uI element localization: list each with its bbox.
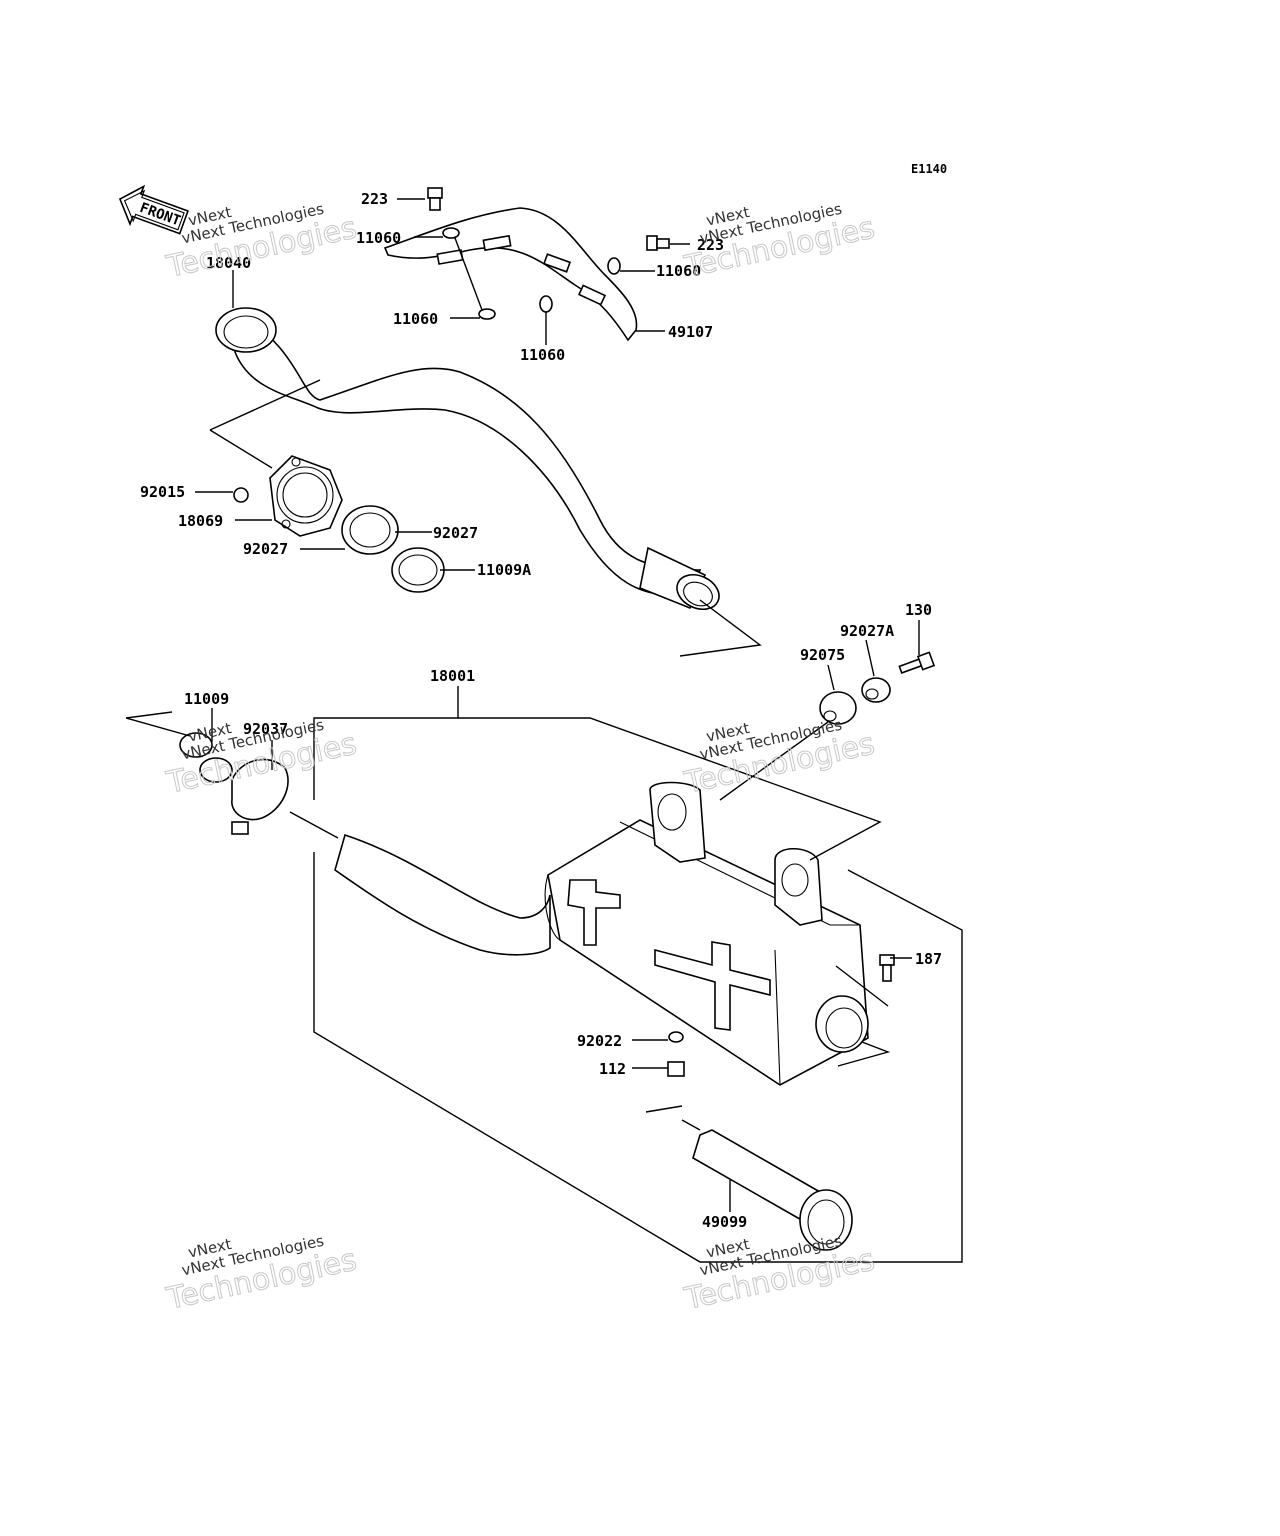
bolt-223-right-icon [646, 235, 670, 251]
washer-11060-a-icon [442, 227, 460, 239]
washer-11060-b-icon [607, 257, 621, 275]
washer-11060-c-icon [478, 308, 496, 320]
nut-92015-icon [233, 487, 249, 503]
label-18001: 18001 [430, 667, 475, 685]
label-18069: 18069 [178, 512, 223, 530]
bolt-187-icon [879, 954, 895, 982]
label-11060-c: 11060 [393, 310, 438, 328]
bolt-223-top-icon [427, 187, 443, 211]
clamp-92037 [231, 758, 289, 835]
watermark-top-right: vNext vNext Technologies Technologies [680, 200, 878, 286]
label-18040: 18040 [206, 254, 251, 272]
muffler [334, 781, 869, 1086]
washer-11060-d-icon [539, 295, 553, 313]
label-223-top: 223 [361, 190, 388, 208]
watermark-bottom-left: vNext vNext Technologies Technologies [162, 1232, 360, 1318]
label-187: 187 [915, 950, 942, 968]
grommet-92075 [819, 691, 857, 725]
label-130: 130 [905, 601, 932, 619]
label-112: 112 [599, 1060, 626, 1078]
label-11009A: 11009A [477, 561, 531, 579]
label-11060-b: 11060 [656, 262, 701, 280]
label-92022: 92022 [577, 1032, 622, 1050]
label-49107: 49107 [668, 323, 713, 341]
watermark-top-left: vNext vNext Technologies Technologies [162, 200, 360, 286]
label-92027-right: 92027 [433, 524, 478, 542]
label-92027A: 92027A [840, 622, 894, 640]
front-arrow-icon: FRONT [118, 184, 189, 235]
label-92037: 92037 [243, 720, 288, 738]
label-11060-d: 11060 [520, 346, 565, 364]
heat-guard [383, 207, 638, 342]
gasket-11009 [179, 732, 233, 783]
collar-92027A [861, 677, 891, 703]
bolt-130-icon [898, 651, 936, 674]
diagram-code: E1140 [911, 162, 947, 176]
gasket-11009A [391, 547, 445, 593]
flange [269, 455, 343, 537]
label-92075: 92075 [800, 646, 845, 664]
washer-92022-icon [668, 1031, 684, 1043]
header-pipe [215, 307, 720, 611]
spark-arrestor [692, 1129, 853, 1251]
label-223-right: 223 [697, 236, 724, 254]
label-11060-a: 11060 [356, 229, 401, 247]
label-49099: 49099 [702, 1213, 747, 1231]
label-92015: 92015 [140, 483, 185, 501]
label-92027-left: 92027 [243, 540, 288, 558]
leader-lines [125, 198, 963, 1263]
collar-92027 [341, 505, 399, 555]
label-11009: 11009 [184, 690, 229, 708]
bolt-112-icon [667, 1061, 685, 1077]
